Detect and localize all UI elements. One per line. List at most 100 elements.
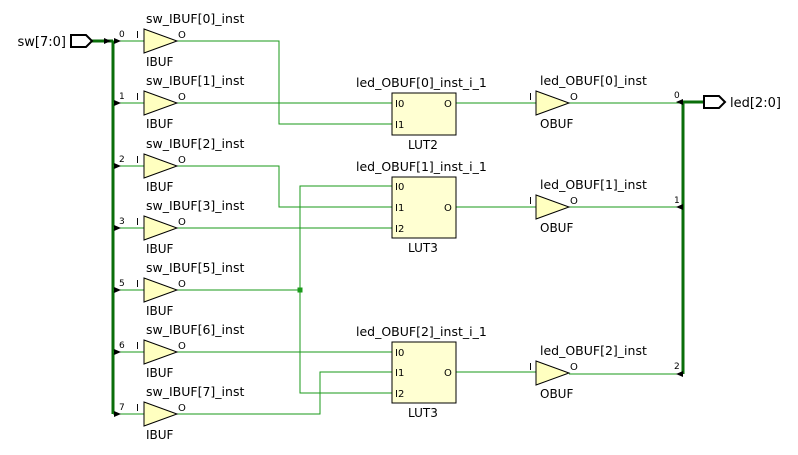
ripper-arrow	[676, 371, 683, 377]
cell-type-label: LUT3	[408, 241, 438, 255]
pin-label-out: O	[570, 196, 578, 207]
bit-index: 3	[119, 217, 125, 227]
pin-label-i1: I1	[395, 203, 404, 214]
pin-label-out: O	[178, 217, 186, 228]
lut-cell[interactable]: led_OBUF[2]_inst_i_1 I0 I1 I2 O LUT3	[356, 324, 487, 420]
pin-label-in: I	[529, 92, 532, 103]
buffer-triangle-icon[interactable]	[143, 90, 179, 116]
ripper-arrow	[114, 163, 121, 169]
net-sw-ibuf0[interactable]	[177, 40, 392, 125]
cell-instance-name: sw_IBUF[5]_inst	[146, 260, 244, 275]
cell-type-label: LUT2	[408, 138, 438, 152]
buffer-triangle-icon[interactable]	[143, 215, 179, 241]
pin-label-out: O	[178, 155, 186, 166]
pin-label-in: I	[529, 362, 532, 373]
cell-instance-name: sw_IBUF[0]_inst	[146, 11, 244, 26]
input-port[interactable]: sw[7:0]	[18, 34, 94, 50]
pin-label-out: O	[178, 92, 186, 103]
input-port-arrow-icon[interactable]	[70, 34, 94, 48]
pin-label-i2: I2	[395, 389, 404, 400]
pin-label-out: O	[178, 30, 186, 41]
pin-label-out: O	[178, 403, 186, 414]
pin-label-in: I	[136, 341, 139, 352]
output-port-label: led[2:0]	[730, 96, 781, 111]
pin-label-in: I	[136, 30, 139, 41]
ripper-arrow	[114, 100, 121, 106]
cell-instance-name: sw_IBUF[1]_inst	[146, 73, 244, 88]
pin-label-out: O	[444, 99, 452, 110]
net-sw-ibuf5-up[interactable]	[299, 185, 392, 290]
lut-box[interactable]	[391, 176, 457, 239]
pin-label-out: O	[570, 362, 578, 373]
pin-label-i0: I0	[395, 182, 404, 193]
cell-instance-name: led_OBUF[1]_inst_i_1	[356, 159, 487, 174]
obuf-cell[interactable]: led_OBUF[2]_inst I O OBUF	[529, 343, 647, 401]
pin-label-i2: I2	[395, 224, 404, 235]
pin-label-in: I	[136, 403, 139, 414]
lut-box[interactable]	[391, 341, 457, 404]
ibuf-cell[interactable]: sw_IBUF[0]_inst I O IBUF	[136, 11, 244, 69]
bit-index: 1	[119, 92, 125, 102]
lut-cell[interactable]: led_OBUF[1]_inst_i_1 I0 I1 I2 O LUT3	[356, 159, 487, 255]
pin-label-i0: I0	[395, 348, 404, 359]
cell-instance-name: sw_IBUF[2]_inst	[146, 136, 244, 151]
ibuf-cell[interactable]: sw_IBUF[5]_inst I O IBUF	[136, 260, 244, 318]
input-port-label: sw[7:0]	[18, 35, 66, 50]
buffer-triangle-icon[interactable]	[143, 401, 179, 427]
pin-label-out: O	[444, 368, 452, 379]
obuf-cell[interactable]: led_OBUF[1]_inst I O OBUF	[529, 177, 647, 235]
bit-index: 1	[674, 196, 680, 206]
ripper-arrow	[114, 349, 121, 355]
bit-index: 6	[119, 341, 125, 351]
net-sw-ibuf5-down[interactable]	[299, 290, 392, 394]
net-sw-ibuf7[interactable]	[177, 371, 392, 415]
net-junction-dot	[297, 287, 303, 293]
output-port-arrow-icon[interactable]	[703, 95, 727, 109]
buffer-triangle-icon[interactable]	[535, 360, 571, 386]
lut-cell[interactable]: led_OBUF[0]_inst_i_1 I0 I1 O LUT2	[356, 75, 487, 152]
bit-index: 7	[119, 403, 125, 413]
obuf-cell[interactable]: led_OBUF[0]_inst I O OBUF	[529, 73, 647, 131]
pin-label-in: I	[136, 217, 139, 228]
cell-instance-name: sw_IBUF[3]_inst	[146, 198, 244, 213]
ibuf-cell[interactable]: sw_IBUF[3]_inst I O IBUF	[136, 198, 244, 256]
cell-type-label: LUT3	[408, 406, 438, 420]
pin-label-out: O	[570, 92, 578, 103]
cell-type-label: IBUF	[146, 55, 174, 69]
cell-instance-name: sw_IBUF[6]_inst	[146, 322, 244, 337]
buffer-triangle-icon[interactable]	[143, 153, 179, 179]
pin-label-out: O	[444, 203, 452, 214]
ibuf-cell[interactable]: sw_IBUF[6]_inst I O IBUF	[136, 322, 244, 380]
cell-type-label: IBUF	[146, 242, 174, 256]
bit-index: 0	[674, 91, 680, 101]
cell-instance-name: led_OBUF[2]_inst	[540, 343, 647, 358]
pin-label-in: I	[529, 196, 532, 207]
buffer-triangle-icon[interactable]	[535, 90, 571, 116]
output-port[interactable]: led[2:0]	[703, 95, 781, 111]
cell-type-label: IBUF	[146, 180, 174, 194]
bit-index: 5	[119, 279, 125, 289]
ibuf-cell[interactable]: sw_IBUF[1]_inst I O IBUF	[136, 73, 244, 131]
ibuf-cell[interactable]: sw_IBUF[2]_inst I O IBUF	[136, 136, 244, 194]
pin-label-i1: I1	[395, 120, 404, 131]
ibuf-cell[interactable]: sw_IBUF[7]_inst I O IBUF	[136, 384, 244, 442]
cell-type-label: IBUF	[146, 366, 174, 380]
buffer-triangle-icon[interactable]	[143, 339, 179, 365]
ripper-arrow	[114, 287, 121, 293]
cell-instance-name: led_OBUF[0]_inst_i_1	[356, 75, 487, 90]
cell-type-label: IBUF	[146, 304, 174, 318]
bit-index: 2	[119, 155, 125, 165]
lut-box[interactable]	[391, 92, 457, 136]
bus-bit-indices: 0 1 2 3 5 6 7 0 1 2	[119, 30, 680, 413]
buffer-triangle-icon[interactable]	[143, 28, 179, 54]
buffer-triangle-icon[interactable]	[535, 194, 571, 220]
ripper-arrow	[676, 99, 683, 105]
cell-type-label: IBUF	[146, 428, 174, 442]
net-sw-ibuf2[interactable]	[177, 165, 392, 208]
buffer-triangle-icon[interactable]	[143, 277, 179, 303]
cell-type-label: IBUF	[146, 117, 174, 131]
ripper-arrow	[104, 38, 111, 44]
bit-index: 0	[119, 30, 125, 40]
cell-instance-name: sw_IBUF[7]_inst	[146, 384, 244, 399]
